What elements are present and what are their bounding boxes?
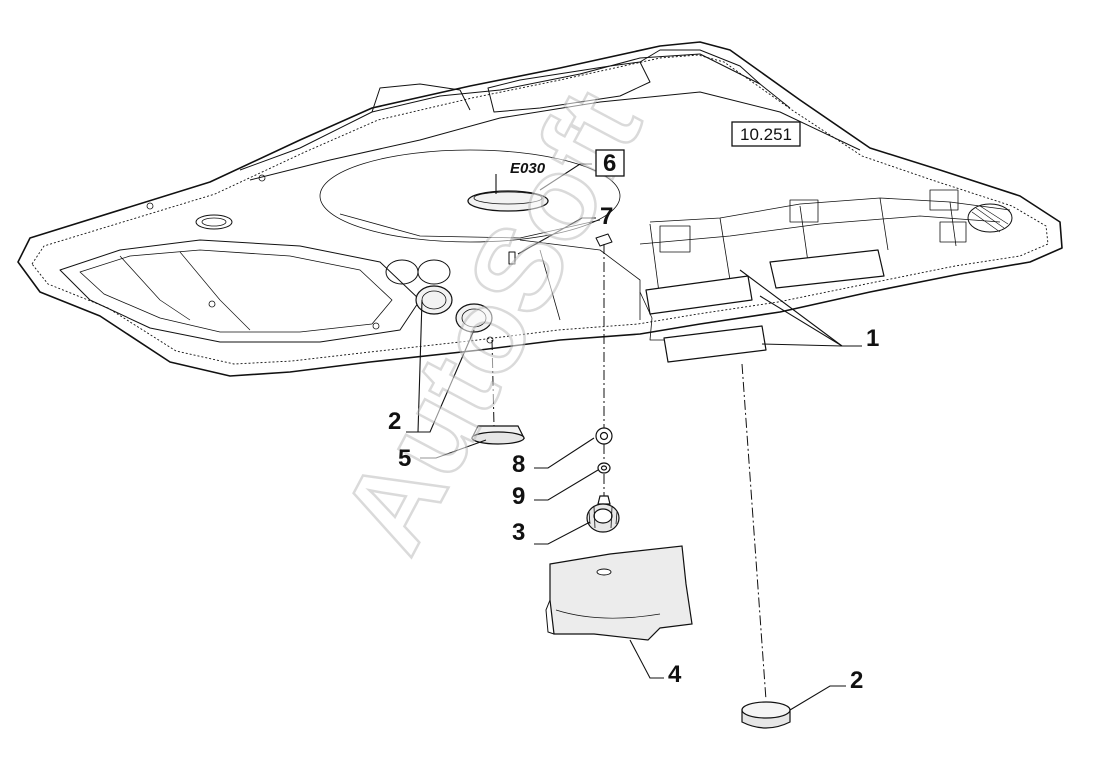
callout-7: 7 (600, 203, 613, 230)
callout-3: 3 (512, 519, 525, 546)
callout-8: 8 (512, 451, 525, 478)
washer-part (597, 462, 611, 474)
round-plug-part (741, 701, 791, 729)
roof-headliner (17, 41, 1063, 377)
nut-part (595, 427, 613, 445)
knob-part (586, 495, 620, 533)
callout-5: 5 (398, 445, 411, 472)
callout-1: 1 (866, 325, 879, 352)
callout-9: 9 (512, 483, 525, 510)
leader-lines (406, 163, 862, 711)
watermark-text: AutoSoft (316, 70, 666, 572)
callout-6: 6 (603, 150, 616, 177)
callout-2-left: 2 (388, 408, 401, 435)
callout-4: 4 (668, 661, 682, 688)
figure-reference: 10.251 (740, 125, 792, 144)
section-code: E030 (510, 160, 546, 177)
callout-2-right: 2 (850, 667, 863, 694)
callout-6-box: 6 (595, 149, 625, 177)
figure-reference-box: 10.251 (731, 121, 801, 147)
lamp-lens-part (471, 425, 525, 445)
assembly-lines (491, 244, 767, 701)
cover-part (545, 545, 693, 641)
